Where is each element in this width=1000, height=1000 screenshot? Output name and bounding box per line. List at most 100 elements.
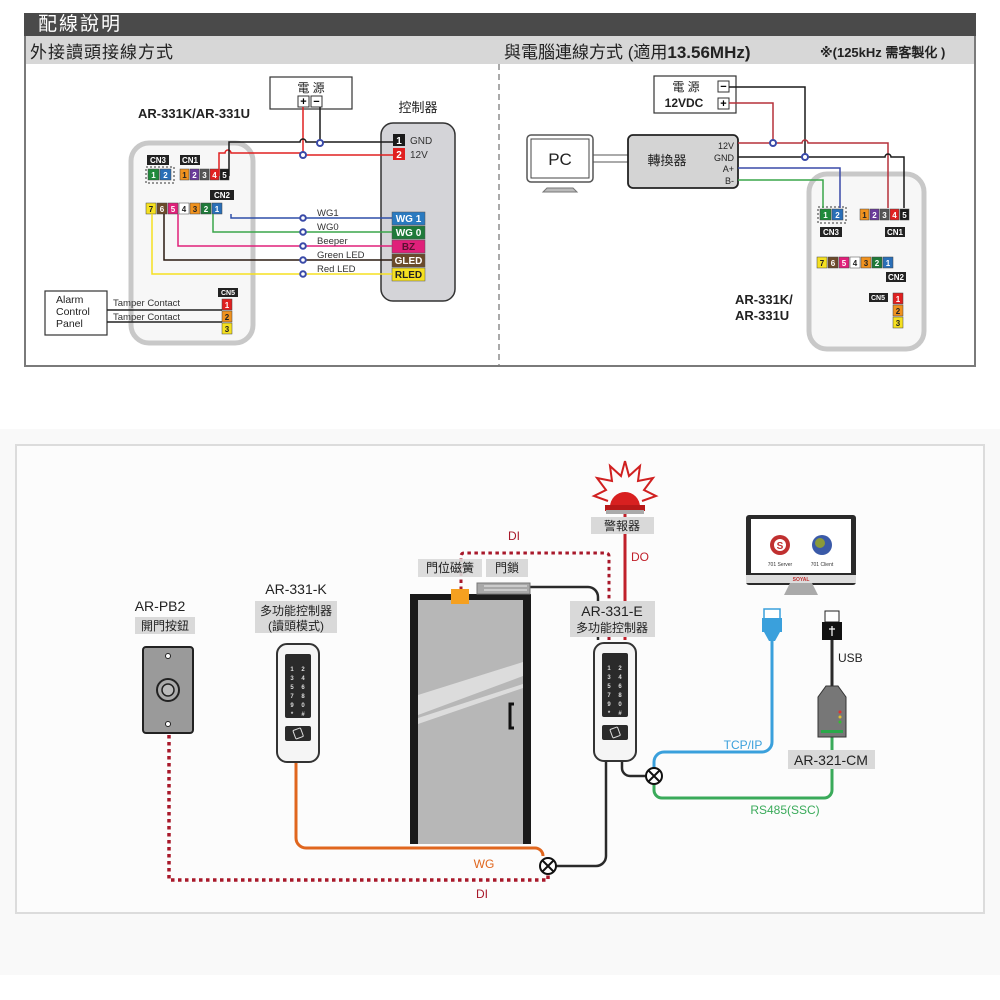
wiring-title: 配線說明 [24, 13, 976, 36]
connector-pin-number: 7 [149, 205, 154, 214]
keypad-key[interactable]: 5 [607, 684, 611, 690]
junction-12v-left [299, 151, 307, 159]
card-reader-area[interactable] [285, 726, 311, 741]
connector-pin [831, 208, 844, 221]
tcpip-label: TCP/IP [724, 738, 763, 752]
connector-pin [221, 322, 233, 335]
alarm-label: 警報器 [604, 518, 640, 533]
tamper-label-2: Tamper Contact [113, 312, 180, 323]
junction-12v-right [769, 139, 777, 147]
power-plus-left: + [300, 96, 306, 108]
keypad-key[interactable]: 4 [301, 676, 305, 682]
power-minus-right: − [720, 81, 726, 93]
connector-pin-number: 4 [212, 171, 217, 180]
reader-model-left: AR-331K/AR-331U [138, 106, 250, 121]
pb2-button-center [161, 683, 175, 697]
pb2-desc-bg [135, 617, 195, 634]
k-model: AR-331-K [265, 581, 327, 597]
connector-pin-number: 3 [864, 259, 869, 268]
keypad-key[interactable]: 3 [290, 676, 294, 682]
keypad-key[interactable]: 8 [618, 693, 622, 699]
custom-note: ※(125kHz 需客製化 ) [820, 45, 946, 60]
wire-12v-right-supply [729, 102, 774, 144]
connector-pin-number: 2 [163, 171, 168, 180]
power-minus-terminal-left [310, 95, 323, 108]
junction-gnd-right [801, 153, 809, 161]
connector-pin-number: 7 [820, 259, 825, 268]
keypad-key[interactable]: 2 [618, 666, 622, 672]
signal-wire [177, 214, 392, 247]
cn3-tag-right [820, 227, 842, 237]
k-desc-1: 多功能控制器 [260, 604, 332, 618]
keypad-key[interactable]: # [618, 711, 622, 717]
signal-wire-label: Beeper [317, 236, 348, 247]
cn3-label: CN3 [150, 156, 167, 165]
door-handle[interactable] [508, 702, 514, 730]
pb2-screw-top [165, 653, 171, 659]
rs485-label: RS485(SSC) [750, 803, 819, 817]
rs485-wire [652, 735, 834, 800]
card-reader-area[interactable] [602, 725, 628, 740]
controller-pin-1-label: GND [410, 136, 432, 147]
alarm-panel-line1: Alarm [56, 294, 84, 306]
right-heading: 與電腦連線方式 (適用13.56MHz) [504, 38, 751, 63]
controller-gnd-pin [393, 134, 405, 146]
connector-pin-number: 1 [886, 259, 891, 268]
cn5-connector-left: 123 [221, 298, 233, 335]
cn3-tag [147, 155, 169, 165]
connector-pin-number: 2 [204, 205, 209, 214]
keypad-key[interactable]: 1 [290, 667, 294, 673]
signal-junction [299, 228, 307, 236]
keypad-key[interactable]: # [301, 712, 305, 718]
keypad-key[interactable]: 4 [618, 675, 622, 681]
keypad-key[interactable]: 9 [607, 702, 611, 708]
cn1-tag [180, 155, 200, 165]
keypad-key[interactable]: 0 [301, 703, 305, 709]
connector-pin-number: 2 [192, 171, 197, 180]
connector-pin-number: 1 [823, 211, 828, 220]
connector-pin [827, 256, 839, 269]
keypad-key[interactable]: 3 [607, 675, 611, 681]
controller-label: 控制器 [398, 100, 437, 115]
keypad-key[interactable]: 2 [301, 667, 305, 673]
e-desc-bg [570, 601, 655, 637]
cn2-tag [210, 190, 234, 200]
cn3-label-right: CN3 [823, 228, 840, 237]
keypad-key[interactable]: * [291, 712, 294, 718]
door-glass-reflection-2 [418, 684, 523, 724]
converter-pin-b: B- [725, 176, 734, 186]
keypad-key[interactable]: 1 [607, 666, 611, 672]
connector-pin-number: 3 [193, 205, 198, 214]
connector-pin-number: 5 [222, 171, 227, 180]
alarm-panel-line3: Panel [56, 318, 83, 330]
wire-gnd-right-supply [729, 86, 806, 157]
server-label: 701 Server [768, 562, 793, 568]
signal-wire-label: WG0 [317, 222, 339, 233]
connector-pin-number: 4 [182, 205, 187, 214]
keypad-key[interactable]: 6 [301, 685, 305, 691]
pc-stand [541, 187, 579, 193]
keypad-key[interactable]: 6 [618, 684, 622, 690]
ar321cm-converter-icon [817, 685, 847, 738]
connector-pin [892, 292, 904, 305]
keypad-key[interactable]: 0 [618, 702, 622, 708]
keypad-key[interactable]: 7 [290, 694, 294, 700]
keypad-key[interactable]: 7 [607, 693, 611, 699]
cn5-label: CN5 [221, 290, 235, 297]
keypad-key[interactable]: * [608, 711, 611, 717]
connector-pin [199, 168, 210, 181]
connector-pin-number: 1 [215, 205, 220, 214]
connector-pin [189, 202, 201, 215]
keypad-key[interactable]: 8 [301, 694, 305, 700]
k-desc-2: (讀頭模式) [268, 619, 324, 633]
e-desc: 多功能控制器 [576, 621, 648, 635]
keypad-key[interactable]: 5 [290, 685, 294, 691]
e-model: AR-331-E [581, 603, 642, 619]
connector-pin [159, 168, 172, 181]
keypad-key[interactable]: 9 [290, 703, 294, 709]
cn5-connector-right: 123 [892, 292, 904, 329]
